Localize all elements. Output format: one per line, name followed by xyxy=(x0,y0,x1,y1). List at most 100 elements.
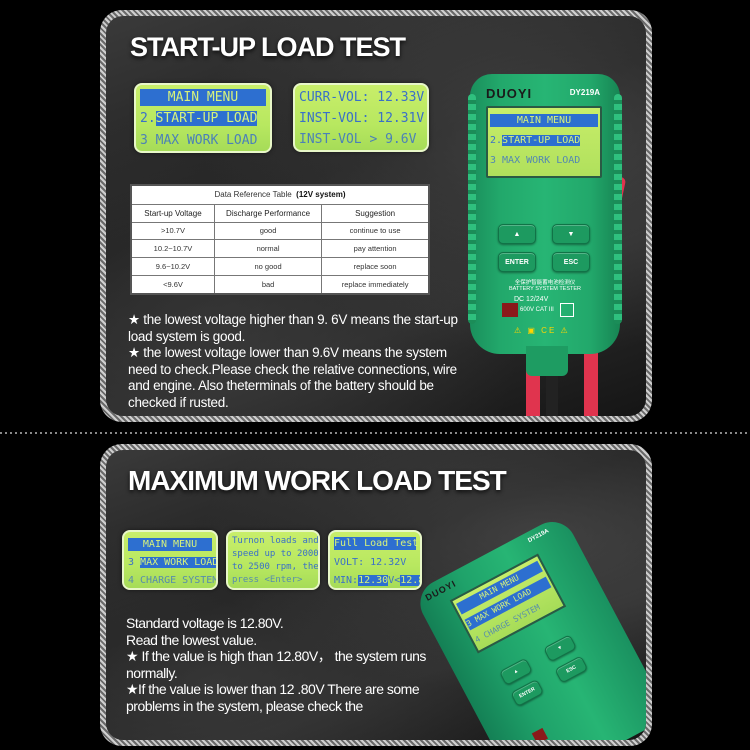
device-cable-stem xyxy=(526,346,568,376)
table-cell: no good xyxy=(213,257,323,276)
device-up-button[interactable]: ▲ xyxy=(498,224,536,244)
data-reference-table: Data Reference Table (12V system) Start-… xyxy=(130,184,430,295)
table-row: >10.7V good continue to use xyxy=(130,221,430,241)
lcd-inst-vol: INST-VOL: 12.31V xyxy=(299,111,425,126)
startup-note-check: ★ the lowest voltage lower than 9.6V mea… xyxy=(128,345,457,410)
max-work-load-title: MAXIMUM WORK LOAD TEST xyxy=(128,465,507,496)
table-caption-bold: (12V system) xyxy=(296,190,346,200)
device-screen-item-number: 2. xyxy=(490,135,503,146)
lcd-menu-item-maxload: 3 MAX WORK LOAD xyxy=(140,133,258,148)
device-label-chinese: 全保护智能蓄电池检测仪 xyxy=(514,280,576,286)
startup-load-title: START-UP LOAD TEST xyxy=(130,32,406,62)
table-caption-text: Data Reference Table xyxy=(214,190,292,200)
lcd-max-menu: MAIN MENU 3 MAX WORK LOAD 4 CHARGE SYSTE… xyxy=(122,530,218,590)
lcd-instruction-line: press <Enter> xyxy=(232,575,303,585)
lcd-menu-header: MAIN MENU xyxy=(140,89,266,106)
lcd-menu-item-selected: START-UP LOAD xyxy=(155,111,258,126)
lcd-max-menu-item-selected: 3 MAX WORK LOAD xyxy=(128,556,216,569)
startup-notes: ★ the lowest voltage higher than 9. 6V m… xyxy=(128,312,468,411)
table-header-row: Start-up Voltage Discharge Performance S… xyxy=(130,203,430,223)
table-caption: Data Reference Table (12V system) xyxy=(130,184,430,205)
device2-model: DY219A xyxy=(527,528,551,545)
lcd-curr-vol: CURR-VOL: 12.33V xyxy=(299,90,425,105)
device-screen-item: 3 MAX WORK LOAD xyxy=(490,155,581,166)
table-cell: replace soon xyxy=(321,257,430,276)
table-cell: continue to use xyxy=(321,221,430,241)
table-row: 9.6~10.2V no good replace soon xyxy=(130,257,430,276)
table-cell: 10.2~10.7V xyxy=(130,239,215,259)
arrow-down-icon: ▼ xyxy=(567,230,575,238)
device2-red-terminal xyxy=(531,727,549,740)
device2-screen: MAIN MENU 3 MAX WORK LOAD 4 CHARGE SYSTE… xyxy=(449,553,567,654)
lcd-min-sep: V< xyxy=(388,575,401,586)
black-terminal-jack xyxy=(560,303,574,317)
arrow-up-icon: ▲ xyxy=(512,667,520,676)
device2-up-button[interactable]: ▲ xyxy=(498,657,533,686)
lcd-full-load-min: MIN:12.30V<12.8V xyxy=(334,574,420,587)
table-row: 10.2~10.7V normal pay attention xyxy=(130,239,430,259)
lcd-instruction-line: speed up to 2000 xyxy=(232,549,319,559)
table-cell: <9.6V xyxy=(130,274,215,295)
red-terminal-jack xyxy=(502,303,518,317)
lcd-max-menu-item-number: 3 xyxy=(128,557,141,568)
max-load-notes: Standard voltage is 12.80V. Read the low… xyxy=(126,615,456,714)
device-grip-left xyxy=(468,94,476,324)
lcd-max-menu-item-label: MAX WORK LOAD xyxy=(140,557,218,568)
startup-load-panel: START-UP LOAD TEST MAIN MENU 2.START-UP … xyxy=(100,10,652,422)
device-enter-button[interactable]: ENTER xyxy=(498,252,536,272)
device-label-english: BATTERY SYSTEM TESTER xyxy=(508,286,582,292)
lcd-full-load-volt: VOLT: 12.32V xyxy=(334,557,407,568)
device2-esc-button[interactable]: ESC xyxy=(554,655,589,684)
lcd-menu-item-number: 2. xyxy=(140,111,156,126)
lcd-voltage-readings: CURR-VOL: 12.33V INST-VOL: 12.31V INST-V… xyxy=(293,83,429,152)
max-work-load-panel: MAXIMUM WORK LOAD TEST MAIN MENU 3 MAX W… xyxy=(100,444,652,746)
device2-enter-button[interactable]: ENTER xyxy=(510,678,545,708)
table-cell: replace immediately xyxy=(321,274,430,295)
table-row: <9.6V bad replace immediately xyxy=(130,274,430,295)
device-brand-logo: DUOYI xyxy=(486,86,533,101)
device-cat-rating: 600V CAT III xyxy=(520,307,554,313)
section-divider xyxy=(0,432,750,434)
certification-marks-icon: ⚠ ▣ CE ⚠ xyxy=(514,326,570,335)
lcd-instruction-line: Turnon loads and xyxy=(232,536,319,546)
device-screen-item-selected: 2.START-UP LOAD xyxy=(490,134,598,147)
table-cell: bad xyxy=(213,274,323,295)
lcd-main-menu: MAIN MENU 2.START-UP LOAD 3 MAX WORK LOA… xyxy=(134,83,272,153)
table-cell: 9.6~10.2V xyxy=(130,257,215,276)
lcd-min-limit: 12.8 xyxy=(400,575,420,586)
lcd-instruction-line: to 2500 rpm, then xyxy=(232,562,320,572)
table-header-performance: Discharge Performance xyxy=(213,203,323,223)
table-cell: normal xyxy=(213,239,323,259)
device-screen-header: MAIN MENU xyxy=(490,114,598,127)
lcd-full-load-header: Full Load Test xyxy=(334,537,419,550)
device2-down-button[interactable]: ▼ xyxy=(543,634,578,663)
table-header-voltage: Start-up Voltage xyxy=(130,203,215,223)
max-load-note-low: ★If the value is lower than 12 .80V Ther… xyxy=(126,681,420,714)
lcd-inst-vol-threshold: INST-VOL > 9.6V xyxy=(299,132,417,147)
lcd-max-menu-item-charge: 4 CHARGE SYSTEM xyxy=(128,575,218,586)
lcd-instructions: Turnon loads and speed up to 2000 to 250… xyxy=(226,530,320,590)
table-cell: pay attention xyxy=(321,239,430,259)
device-esc-button[interactable]: ESC xyxy=(552,252,590,272)
table-header-suggestion: Suggestion xyxy=(321,203,430,223)
startup-note-good: ★ the lowest voltage higher than 9. 6V m… xyxy=(128,312,458,344)
max-load-note-read: Read the lowest value. xyxy=(126,631,257,648)
device-down-button[interactable]: ▼ xyxy=(552,224,590,244)
lcd-menu-item-startup: 2.START-UP LOAD xyxy=(140,110,266,127)
battery-tester-device: DUOYI DY219A MAIN MENU 2.START-UP LOAD 3… xyxy=(468,74,622,354)
device-screen: MAIN MENU 2.START-UP LOAD 3 MAX WORK LOA… xyxy=(486,106,602,178)
max-load-note-standard: Standard voltage is 12.80V. xyxy=(126,615,284,631)
device-dc-rating: DC 12/24V xyxy=(514,296,549,303)
device-model: DY219A xyxy=(569,88,600,97)
lcd-max-menu-header: MAIN MENU xyxy=(128,538,212,551)
device-screen-item-label: START-UP LOAD xyxy=(502,135,581,146)
lcd-min-value: 12.30 xyxy=(358,575,389,586)
lcd-min-label: MIN: xyxy=(334,575,359,586)
device-grip-right xyxy=(614,94,622,324)
startup-load-panel-inner: START-UP LOAD TEST MAIN MENU 2.START-UP … xyxy=(106,16,646,416)
max-load-note-high: ★ If the value is high than 12.80V， the … xyxy=(126,648,426,681)
max-work-load-panel-inner: MAXIMUM WORK LOAD TEST MAIN MENU 3 MAX W… xyxy=(106,450,646,740)
table-cell: >10.7V xyxy=(130,221,215,241)
lcd-full-load-result: Full Load Test VOLT: 12.32V MIN:12.30V<1… xyxy=(328,530,422,590)
arrow-up-icon: ▲ xyxy=(513,230,521,238)
